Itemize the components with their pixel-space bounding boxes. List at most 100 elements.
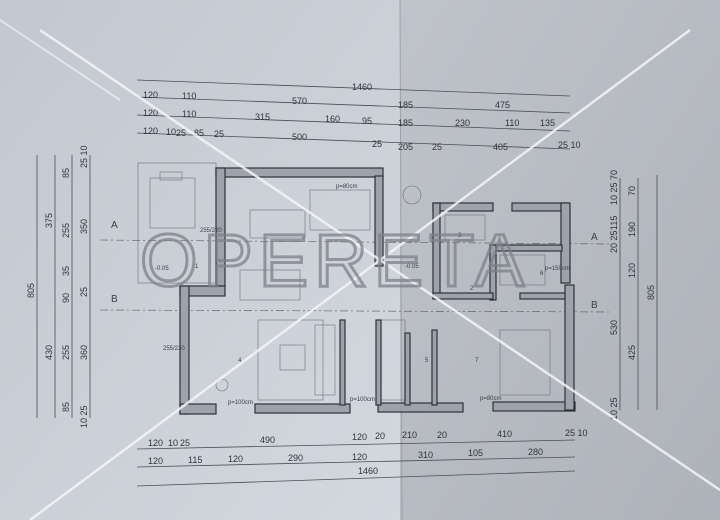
dimension-label: 20 <box>437 430 447 440</box>
dimension-label: 25 <box>176 128 186 138</box>
dimension-label: 185 <box>398 118 413 128</box>
section-b-right: B <box>591 300 598 311</box>
dimension-label: 805 <box>26 283 36 298</box>
room-number: 4 <box>238 358 242 364</box>
dimension-label: 255 <box>61 345 71 360</box>
dimension-label: 25 <box>214 129 224 139</box>
dimension-label: 405 <box>493 142 508 152</box>
room-number: 5 <box>425 358 429 364</box>
watermark: OPERETA <box>0 19 720 520</box>
dimension-label: 120 <box>143 108 158 118</box>
dimension-label: 25 <box>372 139 382 149</box>
dimension-label: 20 <box>375 431 385 441</box>
door-label: p=80cm <box>480 396 502 402</box>
dimension-label: 430 <box>44 345 54 360</box>
dimension-label: 110 <box>182 91 196 101</box>
dimension-label: 410 <box>497 429 512 439</box>
right-page <box>400 0 720 520</box>
dimension-label: 185 <box>398 100 413 110</box>
dimension-label: 120 <box>143 90 158 100</box>
dimension-label: 25 10 <box>565 428 588 438</box>
section-a-right: A <box>591 232 598 243</box>
dimension-label: 90 <box>61 293 71 303</box>
dimension-label: 375 <box>44 213 54 228</box>
level-label: -0.05 <box>405 264 419 270</box>
dimension-label: 25 <box>180 438 190 448</box>
dimension-label: 120 <box>627 263 637 278</box>
dimension-label: 230 <box>455 118 470 128</box>
top-dimensions: 1460 120 110 570 185 475 120 110 315 160 95 185 230… <box>136 79 581 152</box>
dimension-label: 110 <box>505 118 519 128</box>
dimension-label: 10 <box>168 438 178 448</box>
dimension-label: 20 25 <box>609 230 619 253</box>
dimension-label: 350 <box>79 219 89 234</box>
dimension-label: 25 <box>79 287 89 297</box>
dimension-label: 500 <box>292 132 307 142</box>
dimension-label: 135 <box>540 118 555 128</box>
dimension-label: 85 <box>194 128 204 138</box>
dimension-label: 425 <box>627 345 637 360</box>
dimension-label: 205 <box>398 142 413 152</box>
dimension-label: 70 <box>627 186 637 196</box>
dimension-label: 120 <box>148 438 163 448</box>
dimension-label: 105 <box>468 448 483 458</box>
watermark-text: OPERETA <box>140 219 530 302</box>
left-dimensions: 805 375 430 85 255 35 90 255 85 25 10 350 25 360 10 2… <box>26 145 91 428</box>
door-label: p=80cm <box>336 184 358 190</box>
dimension-label: 530 <box>609 320 619 335</box>
dimension-label: 25 10 <box>79 145 89 168</box>
dimension-label: 25 <box>432 142 442 152</box>
dimension-label: 115 <box>188 455 202 465</box>
dimension-label: 360 <box>79 345 89 360</box>
dimension-label: 95 <box>362 116 372 126</box>
dimension-label: 25 10 <box>558 140 581 150</box>
dimension-label: 290 <box>288 453 303 463</box>
dimension-label: 10 <box>166 127 176 137</box>
level-label: -0.05 <box>155 266 169 272</box>
dimension-label: 490 <box>260 435 275 445</box>
dimension-label: 115 <box>609 216 619 230</box>
dim-bottom: 1460 <box>358 466 378 476</box>
dimension-label: 190 <box>627 222 637 237</box>
section-a-left: A <box>111 220 118 231</box>
dimension-label: 475 <box>495 100 510 110</box>
page-fold <box>399 0 403 520</box>
dimension-label: 120 <box>352 432 367 442</box>
left-page <box>0 0 400 520</box>
dimension-label: 805 <box>646 285 656 300</box>
dimension-label: 85 <box>61 402 71 412</box>
room-number: 7 <box>475 358 479 364</box>
dimension-label: 10 25 70 <box>609 170 619 205</box>
dimension-label: 315 <box>255 112 270 122</box>
walls <box>179 167 576 415</box>
window-label: 255/220 <box>163 346 185 352</box>
dimension-label: 10 25 <box>609 397 619 420</box>
dimension-label: 85 <box>61 168 71 178</box>
dimension-label: 570 <box>292 96 307 106</box>
room-number: 1 <box>195 264 199 270</box>
room-number: 3 <box>458 233 462 239</box>
dimension-label: 35 <box>61 266 71 276</box>
door-label: p=100cm <box>350 397 375 403</box>
room-number: 2 <box>470 286 474 292</box>
dimension-label: 120 <box>352 452 367 462</box>
dimension-label: 160 <box>325 114 340 124</box>
dimension-label: 310 <box>418 450 433 460</box>
window-label: 255/220 <box>200 228 222 234</box>
dimension-label: 120 <box>148 456 163 466</box>
door-label: p=150cm <box>545 266 570 272</box>
dimension-label: 255 <box>61 223 71 238</box>
dimension-label: 120 <box>228 454 243 464</box>
dimension-label: 210 <box>402 430 417 440</box>
section-b-left: B <box>111 294 118 305</box>
dim-top: 1460 <box>352 82 372 92</box>
room-number: 6 <box>540 271 544 277</box>
plan-labels: -0.05 -0.05 255/220 255/220 p=100cm p=10… <box>155 184 570 406</box>
dimension-label: 10 25 <box>79 405 89 428</box>
dimension-label: 280 <box>528 447 543 457</box>
dimension-label: 120 <box>143 126 158 136</box>
